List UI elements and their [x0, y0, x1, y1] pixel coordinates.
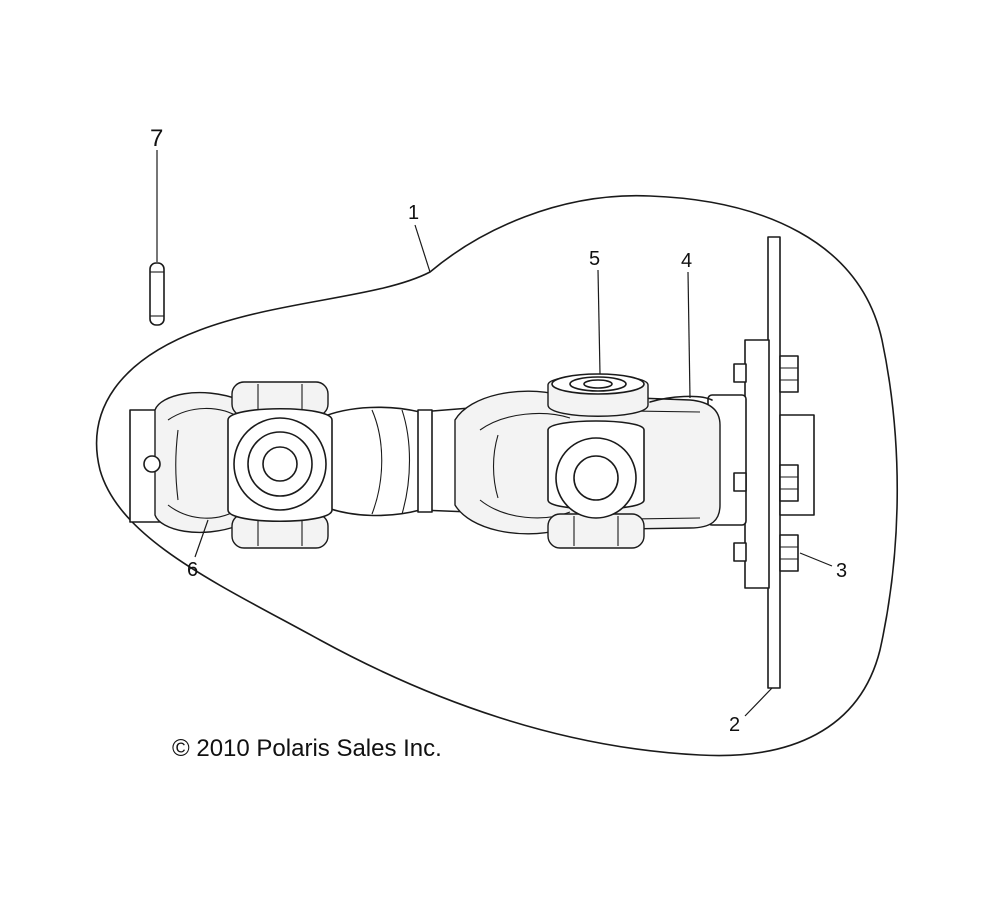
leader-line-2 [744, 687, 773, 717]
bolt-upper-part [733, 355, 799, 393]
callout-4: 4 [681, 250, 692, 272]
bearing-cap-part [547, 373, 649, 417]
left-yoke-part [129, 392, 251, 533]
leader-line-5 [597, 269, 601, 375]
callout-1: 1 [408, 202, 419, 224]
copyright-notice: © 2010 Polaris Sales Inc. [172, 735, 442, 762]
drive-shaft-tube [319, 406, 471, 517]
callout-3: 3 [836, 560, 847, 582]
assembly-boundary-outline [95, 194, 899, 757]
left-u-joint-cross [227, 381, 333, 549]
callout-6: 6 [187, 559, 198, 581]
roll-pin-part [149, 262, 165, 326]
callout-2: 2 [729, 714, 740, 736]
snap-ring-part [649, 395, 713, 403]
leader-line-3 [799, 552, 833, 567]
right-u-joint-cross [547, 420, 645, 549]
callout-5: 5 [589, 248, 600, 270]
leader-line-1 [414, 224, 431, 273]
bolt-lower-part [733, 534, 799, 572]
leader-line-6 [194, 519, 209, 558]
callout-7: 7 [150, 125, 163, 152]
bolt-middle-part [733, 464, 799, 502]
leader-line-4 [687, 271, 691, 399]
